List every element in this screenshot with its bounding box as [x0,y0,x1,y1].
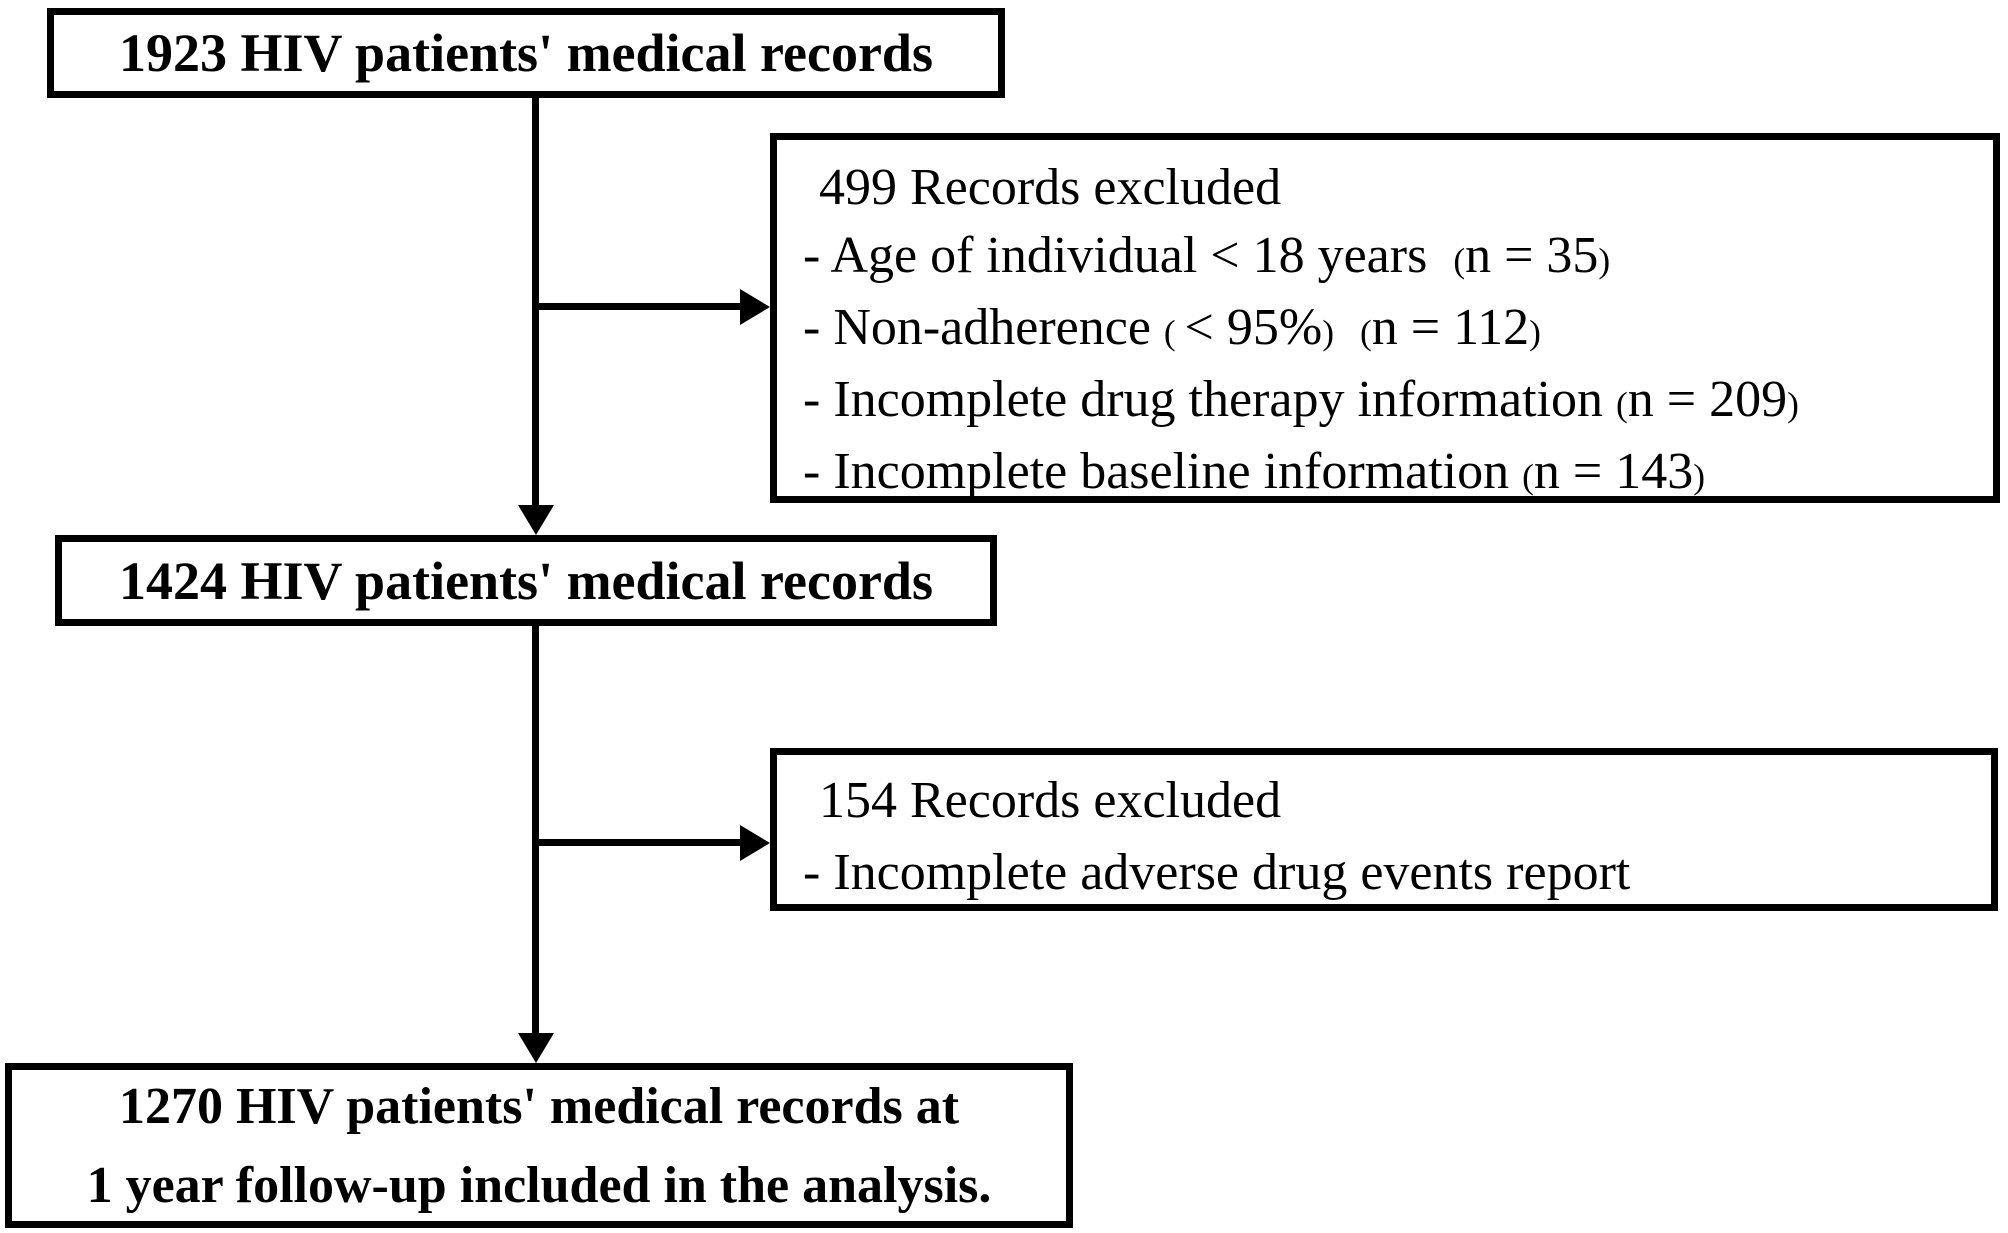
item-text: - Incomplete baseline information [803,443,1523,500]
down-arrowhead-icon [518,505,554,535]
item-text: < 95% [1184,299,1323,356]
exclusion-item: - Incomplete adverse drug events report [803,837,1983,909]
item-text: - Incomplete drug therapy information [803,371,1616,428]
small-paren: ( [1453,240,1466,280]
exclusion-second-title: 154 Records excluded [819,772,1282,829]
exclusion-second-items: - Incomplete adverse drug events report [803,837,1983,909]
box-initial-records-label: 1923 HIV patients' medical records [119,23,933,83]
exclusion-item: - Incomplete baseline information (n = 1… [803,438,1985,510]
down-arrowhead-icon [518,1033,554,1063]
item-text: n = 35 [1465,227,1599,284]
small-paren: ( [1163,312,1185,352]
exclusion-item: - Incomplete drug therapy information (n… [803,366,1985,438]
item-text: - Non-adherence [803,299,1164,356]
exclusion-first-title: 499 Records excluded [819,159,1282,216]
small-paren: ( [1615,384,1628,424]
small-paren: ) [1529,312,1541,352]
exclusion-item: - Age of individual < 18 years (n = 35) [803,222,1985,294]
item-text: n = 143 [1533,443,1694,500]
small-paren: ) [1598,240,1611,280]
item-text: - Age of individual < 18 years [803,227,1454,284]
box-intermediate-records-label: 1424 HIV patients' medical records [119,550,933,611]
box-final-records-line1: 1270 HIV patients' medical records at [118,1077,960,1135]
box-intermediate-records: 1424 HIV patients' medical records [55,535,997,626]
small-paren: ) [1787,384,1799,424]
small-paren: ) [1693,456,1705,496]
exclusion-first-items: - Age of individual < 18 years (n = 35)-… [803,222,1985,510]
item-text [1334,299,1360,356]
exclusion-box-second: 154 Records excluded - Incomplete advers… [770,748,1998,911]
connector-branch-2 [535,839,743,846]
box-final-records: 1270 HIV patients' medical records at 1 … [5,1063,1073,1228]
small-paren: ) [1322,312,1334,352]
right-arrowhead-icon [740,825,770,861]
connector-vertical-2 [532,624,539,1038]
exclusion-box-first: 499 Records excluded - Age of individual… [770,133,2000,503]
small-paren: ( [1359,312,1372,352]
box-final-records-line2: 1 year follow-up included in the analysi… [86,1156,992,1214]
exclusion-item: - Non-adherence ( < 95%) (n = 112) [803,294,1985,366]
right-arrowhead-icon [740,289,770,325]
connector-branch-1 [535,303,743,310]
box-initial-records: 1923 HIV patients' medical records [47,8,1005,98]
item-text: n = 112 [1371,299,1530,356]
item-text: n = 209 [1627,371,1788,428]
small-paren: ( [1522,456,1534,496]
item-text: - Incomplete adverse drug events report [803,844,1631,901]
